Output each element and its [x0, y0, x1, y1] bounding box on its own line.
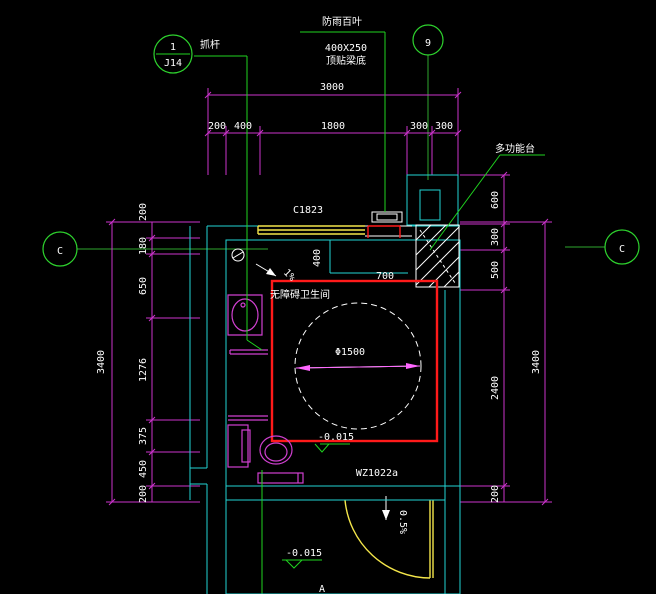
axis-bubble-c-right: C: [604, 229, 640, 265]
section-number: 1: [170, 42, 176, 53]
axis-bubble-9: 9: [412, 24, 444, 56]
dim-right-2400: 2400: [490, 376, 501, 400]
top-dimensions: [204, 88, 462, 175]
dim-left-180: 180: [138, 237, 149, 255]
door-wz1022a: [338, 499, 445, 579]
window-c1823: [257, 225, 412, 238]
dim-right-500: 500: [490, 261, 501, 279]
room-letter: A: [319, 584, 325, 594]
door-label: WZ1022a: [356, 468, 398, 479]
dim-left-200-top: 200: [138, 203, 149, 221]
turning-circle: [294, 302, 422, 430]
louver-note-2: 400X250: [325, 43, 367, 54]
room-level-label: -0.015: [318, 432, 354, 443]
slope-arrow-room: [255, 263, 277, 277]
circle-dim-label: Φ1500: [335, 347, 365, 358]
dim-overall-top: 3000: [320, 82, 344, 93]
dim-right-600: 600: [490, 191, 501, 209]
dim-right-total: 3400: [531, 350, 542, 374]
dim-top-200: 200: [208, 121, 226, 132]
louver-leader: [300, 31, 386, 212]
dim-inner-400: 400: [312, 249, 323, 267]
section-bubble: 1 J14: [153, 34, 193, 74]
corridor-level-label: -0.015: [286, 548, 322, 559]
rain-louver: [371, 211, 403, 223]
fixtures: [227, 248, 304, 484]
hatched-column: [415, 224, 460, 288]
axis-bubble-c-left: C: [42, 231, 78, 267]
louver-note-3: 顶贴梁底: [326, 54, 366, 67]
axis-c-right-label: C: [619, 244, 625, 255]
dim-top-300b: 300: [435, 121, 453, 132]
left-dimensions: [106, 218, 200, 506]
louver-note-1: 防雨百叶: [322, 15, 362, 28]
axis-9-label: 9: [425, 38, 431, 49]
highlight-zone: [270, 279, 439, 443]
dim-left-total: 3400: [96, 350, 107, 374]
corridor: [226, 470, 460, 594]
dim-inner-700: 700: [376, 271, 394, 282]
door-slope-label: 0.5%: [397, 510, 408, 534]
dim-right-200: 200: [490, 485, 501, 503]
handrail-leader: [194, 55, 263, 351]
shelf-label: 多功能台: [495, 142, 535, 155]
dim-left-450: 450: [138, 460, 149, 478]
dim-left-1276: 1276: [138, 358, 149, 382]
dim-top-1800: 1800: [321, 121, 345, 132]
room-name: 无障碍卫生间: [270, 288, 330, 301]
section-ref: J14: [164, 58, 182, 69]
level-mark-room: [314, 443, 350, 453]
handrail-label: 抓杆: [200, 38, 220, 51]
right-dimensions: [460, 171, 552, 506]
dim-left-375: 375: [138, 427, 149, 445]
walls: [189, 174, 461, 594]
axis-c-left-label: C: [57, 246, 63, 257]
dim-left-650: 650: [138, 277, 149, 295]
window-label: C1823: [293, 205, 323, 216]
dim-left-200-bot: 200: [138, 485, 149, 503]
dim-right-300: 300: [490, 228, 501, 246]
shelf-leader: [429, 154, 545, 251]
level-mark-corridor: [282, 559, 322, 569]
dim-top-400: 400: [234, 121, 252, 132]
dim-top-300a: 300: [410, 121, 428, 132]
